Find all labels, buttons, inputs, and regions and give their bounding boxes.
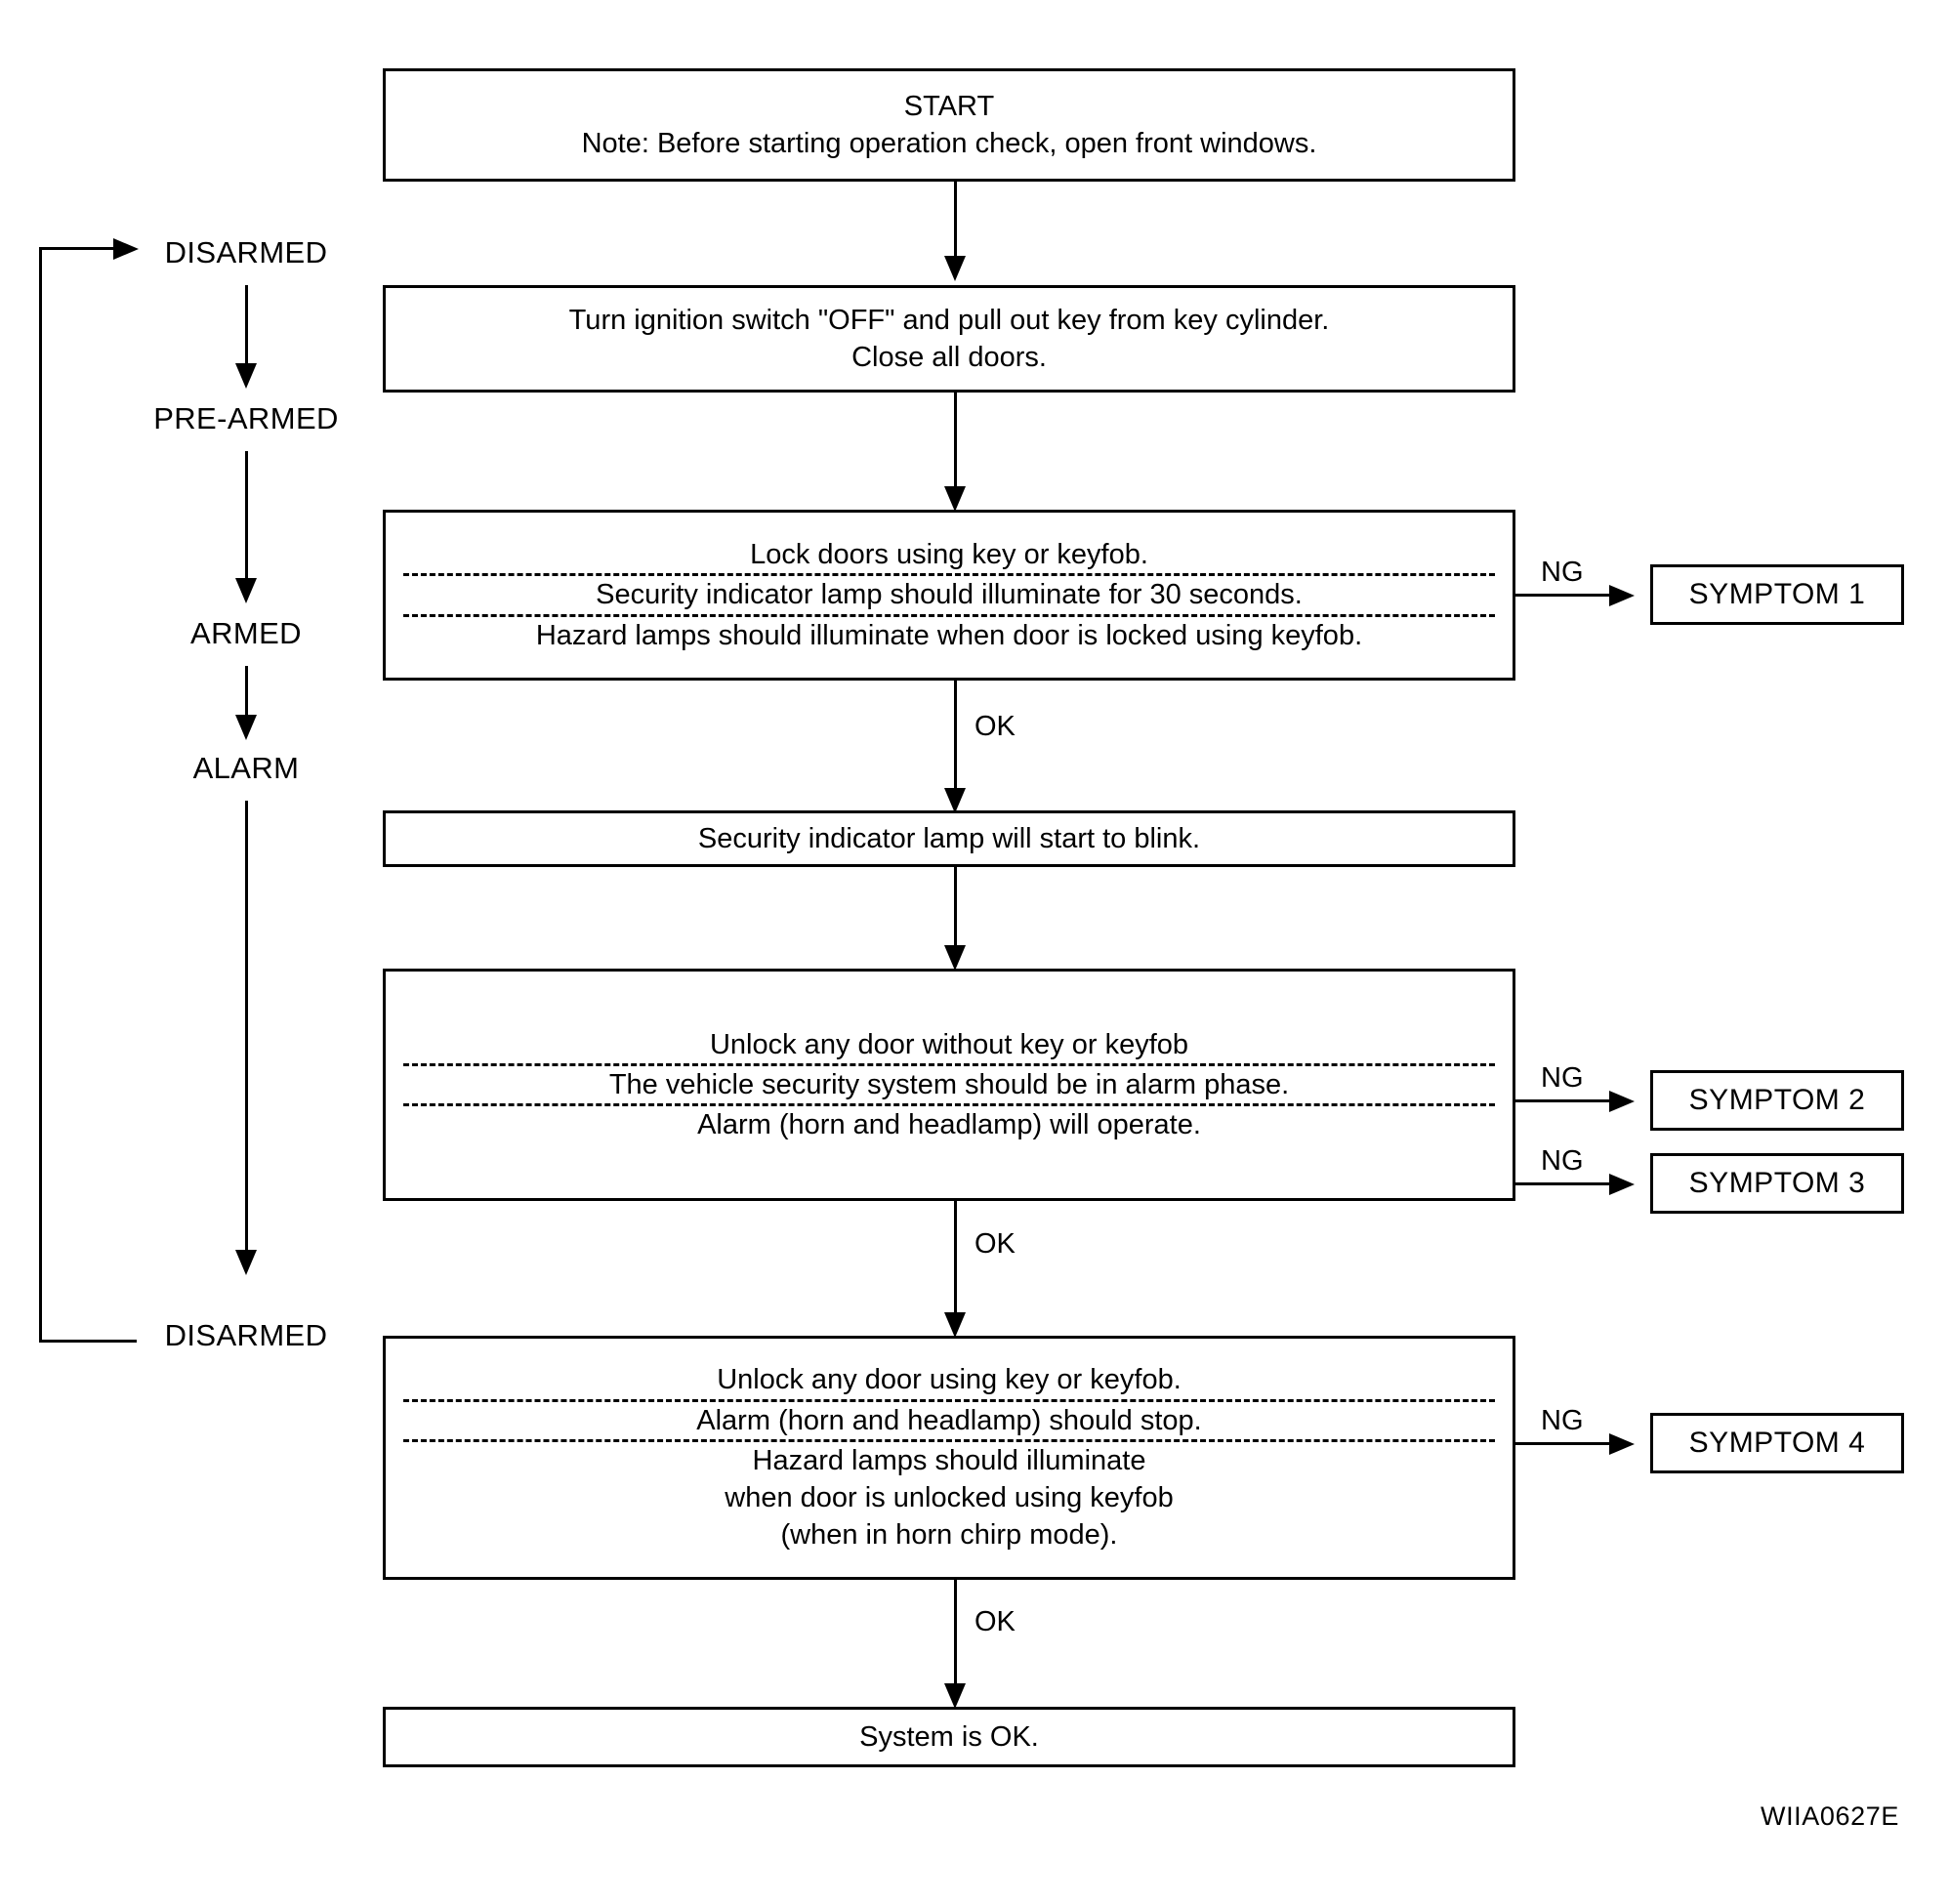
step-text-line-1: Lock doors using key or keyfob. [750, 539, 1148, 571]
cell-divider [403, 1103, 1495, 1107]
edge-label-ng-3: NG [1541, 1145, 1584, 1177]
state-connector-disarmed-prearmed [245, 285, 248, 368]
ng-branch-4-line [1515, 1442, 1613, 1445]
loop-arrowhead [113, 238, 139, 260]
step-box-unlock-with-key: Unlock any door using key or keyfob. Ala… [383, 1336, 1515, 1580]
step-text-line-3: Hazard lamps should illuminate when door… [535, 619, 1363, 651]
ng-branch-1-arrowhead [1609, 585, 1635, 606]
cell-divider [403, 1398, 1495, 1402]
flow-arrow-lock-doors [944, 486, 966, 512]
flow-arrow-unlock-without-key [944, 945, 966, 971]
state-arrow-prearmed [235, 363, 257, 389]
cell-divider [403, 1438, 1495, 1442]
step-text-line-1: Unlock any door using key or keyfob. [717, 1364, 1182, 1396]
state-connector-armed-alarm [245, 666, 248, 720]
flow-connector-start-to-ignition [954, 182, 957, 260]
step-text: Turn ignition switch "OFF" and pull out … [568, 304, 1330, 373]
ng-branch-1-line [1515, 594, 1613, 597]
flow-arrow-unlock-with-key [944, 1312, 966, 1338]
edge-label-ng-2: NG [1541, 1062, 1584, 1094]
flow-connector-unlock-to-relock [954, 1201, 957, 1316]
state-label-disarmed-bottom: DISARMED [164, 1318, 328, 1352]
state-label-alarm: ALARM [192, 751, 300, 785]
state-label-pre-armed: PRE-ARMED [153, 401, 339, 435]
edge-label-ok-3: OK [974, 1606, 1016, 1637]
loop-left-segment [39, 247, 42, 1343]
ng-branch-3-line [1515, 1182, 1613, 1185]
cell-divider [403, 1062, 1495, 1066]
step-box-lock-doors: Lock doors using key or keyfob. Security… [383, 510, 1515, 681]
step-text-line-2: Security indicator lamp should illuminat… [596, 579, 1303, 611]
flow-connector-lock-to-blink [954, 681, 957, 792]
edge-label-ng-1: NG [1541, 557, 1584, 588]
edge-label-ok-2: OK [974, 1228, 1016, 1260]
flow-arrow-system-ok [944, 1683, 966, 1709]
loop-bottom-segment [39, 1340, 137, 1343]
state-arrow-disarmed-bottom [235, 1250, 257, 1275]
ng-branch-2-line [1515, 1099, 1613, 1102]
symptom-label: SYMPTOM 3 [1688, 1167, 1866, 1199]
symptom-box-1: SYMPTOM 1 [1650, 564, 1904, 625]
figure-caption: WIIA0627E [1761, 1801, 1899, 1831]
cell-divider [403, 613, 1495, 617]
step-box-system-ok: System is OK. [383, 1707, 1515, 1767]
step-text-line-2: Alarm (horn and headlamp) should stop. [696, 1404, 1202, 1436]
step-text-line-1: Unlock any door without key or keyfob [709, 1028, 1189, 1060]
symptom-label: SYMPTOM 1 [1688, 578, 1866, 610]
ng-branch-4-arrowhead [1609, 1433, 1635, 1455]
edge-label-ng-4: NG [1541, 1405, 1584, 1436]
step-text: System is OK. [859, 1720, 1039, 1753]
step-text-line-3: Hazard lamps should illuminate when door… [725, 1444, 1174, 1552]
flow-arrow-indicator-blink [944, 788, 966, 813]
flow-connector-blink-to-unlock [954, 867, 957, 949]
symptom-box-2: SYMPTOM 2 [1650, 1070, 1904, 1131]
state-label-armed: ARMED [190, 616, 302, 650]
state-connector-alarm-disarmed [245, 801, 248, 1253]
step-text-line-2: The vehicle security system should be in… [608, 1068, 1290, 1100]
cell-divider [403, 573, 1495, 577]
step-box-ignition-off: Turn ignition switch "OFF" and pull out … [383, 285, 1515, 393]
state-label-disarmed-top: DISARMED [164, 235, 328, 269]
flow-arrow-ignition [944, 256, 966, 281]
flow-connector-ignition-to-lock [954, 393, 957, 490]
step-text: Security indicator lamp will start to bl… [697, 822, 1201, 854]
step-text-line-3: Alarm (horn and headlamp) will operate. [697, 1109, 1201, 1141]
loop-top-segment [39, 247, 115, 250]
state-arrow-armed [235, 578, 257, 603]
symptom-box-3: SYMPTOM 3 [1650, 1153, 1904, 1214]
symptom-box-4: SYMPTOM 4 [1650, 1413, 1904, 1473]
ng-branch-3-arrowhead [1609, 1174, 1635, 1195]
flow-connector-relock-to-systemok [954, 1580, 957, 1687]
edge-label-ok-1: OK [974, 711, 1016, 742]
step-box-start: START Note: Before starting operation ch… [383, 68, 1515, 182]
step-box-unlock-without-key: Unlock any door without key or keyfob Th… [383, 969, 1515, 1201]
step-text: START Note: Before starting operation ch… [581, 90, 1317, 159]
state-connector-prearmed-armed [245, 451, 248, 583]
symptom-label: SYMPTOM 2 [1688, 1084, 1866, 1116]
state-arrow-alarm [235, 715, 257, 740]
ng-branch-2-arrowhead [1609, 1091, 1635, 1112]
step-box-indicator-blink: Security indicator lamp will start to bl… [383, 810, 1515, 867]
symptom-label: SYMPTOM 4 [1688, 1427, 1866, 1459]
